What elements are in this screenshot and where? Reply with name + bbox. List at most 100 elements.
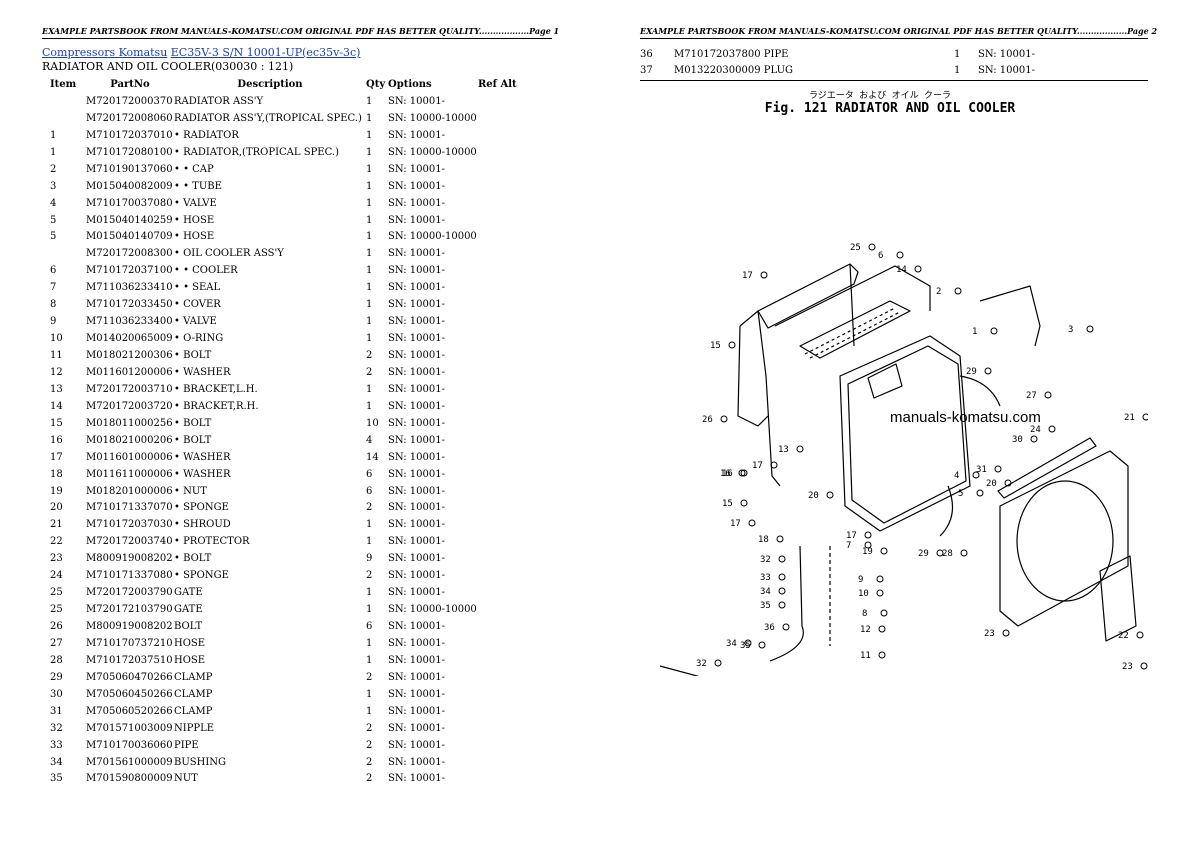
page-header-left: EXAMPLE PARTSBOOK FROM MANUALS-KOMATSU.C… <box>42 26 559 39</box>
callout-label: 21 <box>1124 413 1135 423</box>
callout-label: 28 <box>942 549 953 559</box>
cell-options: SN: 10001- <box>388 316 445 328</box>
cell-qty: 1 <box>366 587 373 599</box>
cell-refalt <box>478 381 538 398</box>
callout-label: 5 <box>958 489 963 499</box>
sponge-top <box>799 300 911 359</box>
cell-qty: 6 <box>366 621 373 633</box>
cell-qty: 2 <box>366 350 373 362</box>
cell-qty: 1 <box>366 146 373 158</box>
cell-partno: M710190137060 <box>86 163 173 175</box>
cell-options: SN: 10001- <box>388 519 445 531</box>
cell-description: • • CAP <box>174 163 214 175</box>
cell-qty: 2 <box>366 570 373 582</box>
cell-description: CLAMP <box>174 705 213 717</box>
callout-label: 33 <box>760 573 771 583</box>
callout-label: 18 <box>758 535 769 545</box>
cell-partno: M800919008202 <box>86 621 173 633</box>
cell-refalt <box>478 296 538 313</box>
callout-label: 14 <box>896 265 907 275</box>
cell-options: SN: 10000-10000 <box>388 146 477 158</box>
cell-partno: M015040140709 <box>86 231 173 243</box>
cell-item: 7 <box>50 282 57 294</box>
fastener-icon <box>778 601 786 609</box>
cell-item <box>42 93 86 110</box>
fastener-icon <box>864 531 872 539</box>
callout-label: 17 <box>752 461 763 471</box>
cell-refalt <box>478 195 538 212</box>
cell-item: 11 <box>50 350 63 362</box>
col-options: Options <box>388 79 432 90</box>
cell-qty: 1 <box>366 536 373 548</box>
cell-refalt <box>478 601 538 618</box>
diagram-title-jp: ラジエータ および オイル クーラ <box>809 90 951 101</box>
parts-table-header: Item PartNo Description Qty Options Ref … <box>42 76 538 93</box>
callout-label: 30 <box>1012 435 1023 445</box>
cell-partno: M018021200306 <box>86 350 173 362</box>
cell-options: SN: 10001- <box>388 299 445 311</box>
cell-qty: 1 <box>366 231 373 243</box>
diagram-title: Fig. 121 RADIATOR AND OIL COOLER <box>765 101 1016 116</box>
cell-options: SN: 10000-10000 <box>388 231 477 243</box>
cell-options: SN: 10001- <box>388 722 445 734</box>
cell-refalt <box>478 533 538 550</box>
cell-description: • VALVE <box>174 316 217 328</box>
cell-partno: M710171337080 <box>86 570 173 582</box>
col-partno: PartNo <box>110 79 150 90</box>
cell-partno: M015040082009 <box>86 180 173 192</box>
cell-options: SN: 10001- <box>388 180 445 192</box>
fastener-icon <box>1136 631 1144 639</box>
cell-refalt <box>478 432 538 449</box>
cell-qty: 14 <box>366 451 379 463</box>
cell-partno: M720172003720 <box>86 400 173 412</box>
callout-label: 26 <box>702 415 713 425</box>
cell-qty: 2 <box>366 756 373 768</box>
cell-qty: 2 <box>366 502 373 514</box>
watermark: manuals-komatsu.com <box>890 409 1041 426</box>
fastener-icon <box>728 341 736 349</box>
cell-qty: 1 <box>366 197 373 209</box>
col-refalt: Ref Alt <box>478 79 517 90</box>
cell-options: SN: 10001- <box>388 485 445 497</box>
drain-pipe <box>769 545 804 662</box>
cell-refalt <box>478 229 538 246</box>
cell-qty: 1 <box>366 637 373 649</box>
fastener-icon <box>976 489 984 497</box>
fastener-icon <box>864 541 872 549</box>
cell-options: SN: 10001- <box>388 451 445 463</box>
cell-qty: 9 <box>366 553 373 565</box>
fastener-icon <box>1086 325 1094 333</box>
cell-refalt <box>478 686 538 703</box>
cell-options: SN: 10001- <box>388 688 445 700</box>
cell-qty: 1 <box>366 400 373 412</box>
breadcrumb-link-category[interactable]: Compressors Komatsu <box>42 46 168 59</box>
callout-label: 3 <box>1068 325 1073 335</box>
cell-partno: M720172008300 <box>86 248 173 260</box>
cell-partno: M710170036060 <box>86 739 173 751</box>
cell-description: • • TUBE <box>174 180 222 192</box>
cell-options: SN: 10001- <box>388 621 445 633</box>
cell-refalt <box>478 364 538 381</box>
cell-partno: M710171337070 <box>86 502 173 514</box>
cell-refalt <box>478 161 538 178</box>
cell-item: 25 <box>50 587 63 599</box>
cell-options: SN: 10001- <box>388 654 445 666</box>
sponge-side <box>997 437 1097 499</box>
cell-partno: M711036233410 <box>86 282 173 294</box>
cell-qty: 2 <box>366 722 373 734</box>
fastener-icon <box>1002 629 1010 637</box>
fastener-icon <box>936 549 944 557</box>
cell-options: SN: 10001- <box>388 282 445 294</box>
cell-options: SN: 10001- <box>388 739 445 751</box>
cell-item: 5 <box>50 214 57 226</box>
callout-label: 19 <box>862 547 873 557</box>
cell-qty: 1 <box>366 333 373 345</box>
breadcrumb-link-model[interactable]: EC35V-3 S/N 10001-UP(ec35v-3c) <box>170 46 361 59</box>
